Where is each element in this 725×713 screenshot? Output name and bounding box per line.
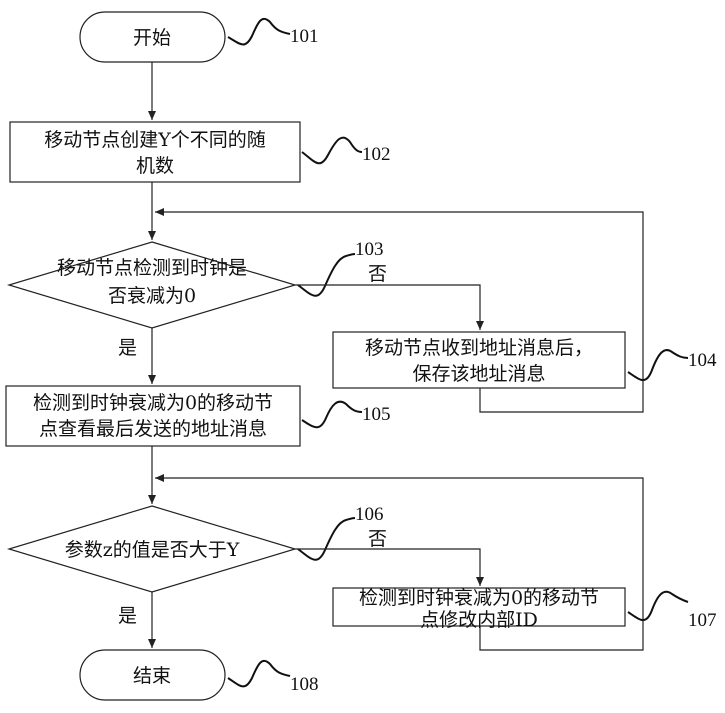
ref-103: 103 — [355, 239, 384, 260]
ref-squiggle-108 — [228, 661, 290, 687]
process-102-line2: 机数 — [136, 155, 174, 177]
ref-105: 105 — [362, 404, 391, 425]
process-107: 检测到时钟衰减为0的移动节 点修改内部ID — [333, 587, 625, 631]
process-105-line1: 检测到时钟衰减为0的移动节 — [33, 392, 273, 414]
ref-squiggle-103 — [298, 254, 355, 296]
ref-108: 108 — [290, 674, 319, 695]
process-102: 移动节点创建Y个不同的随 机数 — [10, 122, 300, 182]
process-104-line2: 保存该地址消息 — [412, 363, 545, 385]
end-label: 结束 — [133, 665, 171, 687]
label-106-no: 否 — [368, 528, 387, 550]
process-104: 移动节点收到地址消息后， 保存该地址消息 — [333, 332, 625, 388]
ref-106: 106 — [355, 504, 384, 525]
ref-107: 107 — [688, 610, 717, 631]
ref-104: 104 — [688, 350, 717, 371]
start-terminal: 开始 — [80, 12, 225, 62]
decision-106-label: 参数z的值是否大于Y — [65, 539, 240, 561]
decision-103-line1: 移动节点检测到时钟是 — [57, 257, 247, 279]
label-103-yes: 是 — [118, 337, 137, 359]
process-105: 检测到时钟衰减为0的移动节 点查看最后发送的地址消息 — [6, 386, 300, 446]
ref-squiggle-101 — [228, 19, 290, 45]
end-terminal: 结束 — [80, 650, 225, 700]
ref-102: 102 — [362, 144, 391, 165]
process-102-line1: 移动节点创建Y个不同的随 — [44, 129, 266, 151]
decision-103: 移动节点检测到时钟是 否衰减为0 — [9, 242, 295, 328]
process-104-line1: 移动节点收到地址消息后， — [365, 337, 593, 359]
ref-squiggle-106 — [298, 518, 355, 560]
ref-101: 101 — [290, 26, 319, 47]
decision-106: 参数z的值是否大于Y — [9, 506, 295, 592]
ref-squiggle-102 — [302, 138, 362, 164]
process-107-line1: 检测到时钟衰减为0的移动节 — [359, 587, 599, 609]
process-107-line2: 点修改内部ID — [420, 609, 538, 631]
decision-103-line2: 否衰减为0 — [108, 285, 196, 307]
label-106-yes: 是 — [118, 605, 137, 627]
ref-squiggle-105 — [302, 402, 362, 428]
ref-squiggle-107 — [628, 592, 688, 620]
label-103-no: 否 — [368, 263, 387, 285]
ref-squiggle-104 — [628, 350, 688, 380]
process-105-line2: 点查看最后发送的地址消息 — [39, 418, 267, 440]
start-label: 开始 — [133, 27, 171, 49]
